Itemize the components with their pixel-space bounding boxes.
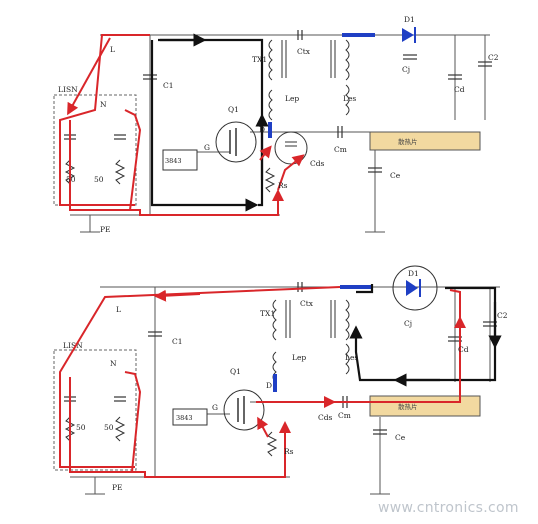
watermark: www.cntronics.com	[378, 500, 519, 516]
label-pe-bottom: PE	[112, 483, 123, 492]
label-rs-bottom: Rs	[284, 447, 294, 456]
d1-diode-top	[402, 28, 414, 42]
label-r50b-bottom: 50	[104, 423, 114, 432]
heatsink-bottom	[369, 395, 481, 417]
label-L-bottom: L	[116, 305, 121, 314]
label-pe-top: PE	[100, 225, 111, 234]
label-lep-top: Lep	[285, 94, 299, 103]
label-rs-top: Rs	[278, 181, 288, 190]
label-c1-top: C1	[163, 81, 174, 90]
d1-circle-bottom	[392, 265, 438, 311]
label-ce-top: Ce	[390, 171, 401, 180]
label-c2-bottom: C2	[497, 311, 508, 320]
label-ctx-top: Ctx	[297, 47, 311, 56]
lisn-label: LISN	[58, 85, 78, 94]
circuit-top-svg: LISN	[53, 15, 499, 234]
label-L-top: L	[110, 45, 115, 54]
cds-circle	[274, 131, 308, 165]
red-path-top	[59, 34, 305, 216]
label-c1-bottom: C1	[172, 337, 183, 346]
ic-box-bottom	[172, 408, 208, 426]
label-les-top: Les	[343, 94, 356, 103]
lisn-box	[53, 94, 137, 206]
label-cm-bottom: Cm	[338, 411, 351, 420]
label-r50a-top: 50	[66, 175, 76, 184]
label-q1-top: Q1	[228, 105, 239, 114]
d1-diode-bottom	[406, 280, 418, 296]
label-g-top: G	[204, 143, 210, 152]
q1-circle-bottom	[223, 389, 265, 431]
label-r50b-top: 50	[94, 175, 104, 184]
label-les-bottom: Les	[345, 353, 358, 362]
black-loop-top	[150, 33, 269, 212]
label-cj-bottom: Cj	[404, 319, 412, 328]
label-lep-bottom: Lep	[292, 353, 306, 362]
lisn-box-bottom	[53, 349, 137, 471]
heatsink-top	[369, 131, 481, 151]
label-cj-top: Cj	[402, 65, 410, 74]
circuit-bottom-svg: LISN	[53, 265, 508, 495]
diagram-top: LISN	[53, 15, 499, 234]
label-r50a-bottom: 50	[76, 423, 86, 432]
label-tx1-top: TX1	[252, 55, 267, 64]
transformer-top	[268, 39, 350, 121]
label-ce-bottom: Ce	[395, 433, 406, 442]
label-d-bottom: D	[266, 381, 272, 390]
label-load-top: 散热片	[398, 137, 418, 146]
resistors-top	[64, 159, 276, 193]
ic-box	[162, 149, 198, 171]
label-cd-bottom: Cd	[458, 345, 469, 354]
lisn-label-bottom: LISN	[63, 341, 83, 350]
capacitors-top	[64, 30, 492, 173]
label-ic-top: 3843	[165, 157, 182, 165]
red-path-bottom	[59, 286, 466, 478]
label-ic-bottom: 3843	[176, 414, 193, 422]
label-d-top: D	[259, 125, 265, 134]
label-N-top: N	[100, 100, 107, 109]
label-load-bottom: 散热片	[398, 402, 418, 411]
label-N-bottom: N	[110, 359, 117, 368]
label-d1-bottom: D1	[408, 269, 419, 278]
black-loop-bottom	[349, 284, 502, 387]
label-c2-top: C2	[488, 53, 499, 62]
label-d1-top: D1	[404, 15, 415, 24]
label-ctx-bottom: Ctx	[300, 299, 314, 308]
label-q1-bottom: Q1	[230, 367, 241, 376]
label-cd-top: Cd	[454, 85, 465, 94]
label-tx1-bottom: TX1	[260, 309, 275, 318]
label-cm-top: Cm	[334, 145, 347, 154]
label-g-bottom: G	[212, 403, 218, 412]
label-cds-top: Cds	[310, 159, 325, 168]
q1-circle	[215, 121, 257, 163]
label-cds-bottom: Cds	[318, 413, 333, 422]
diagram-bottom: LISN	[0, 262, 538, 524]
transformer-bottom	[272, 299, 350, 383]
